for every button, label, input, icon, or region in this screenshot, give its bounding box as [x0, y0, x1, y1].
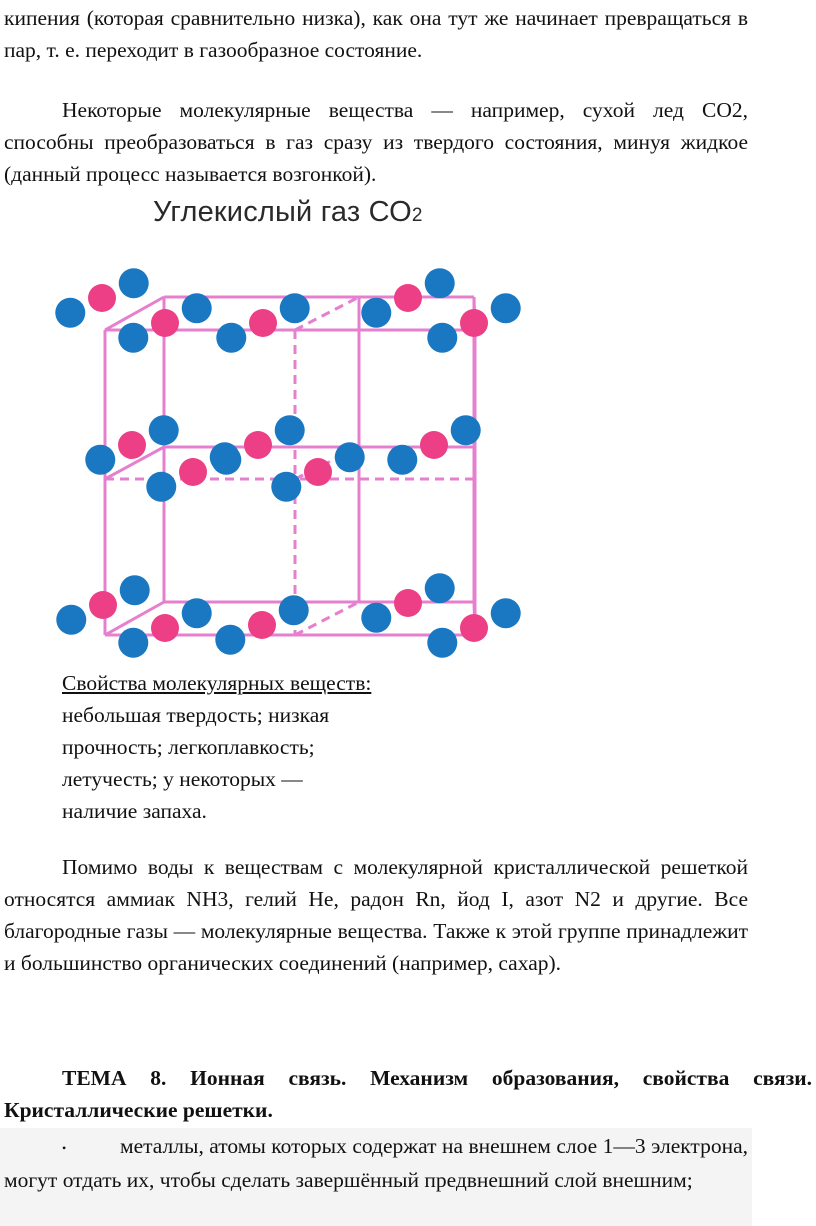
depth-edge	[472, 446, 477, 480]
depth-edge	[104, 445, 165, 481]
figure-title-subscript: 2	[411, 205, 423, 226]
list-item-metals: •металлы, атомы которых содержат на внеш…	[4, 1130, 748, 1196]
carbon-atom	[89, 591, 117, 619]
carbon-atom	[248, 611, 276, 639]
oxygen-atom	[334, 442, 365, 473]
carbon-atom	[151, 309, 179, 337]
oxygen-atom	[427, 322, 458, 353]
carbon-atom	[304, 458, 332, 486]
oxygen-atom	[56, 604, 87, 635]
carbon-atom	[460, 614, 488, 642]
oxygen-atom	[274, 415, 305, 446]
oxygen-atom	[146, 471, 177, 502]
oxygen-atom	[148, 415, 179, 446]
co2-crystal-lattice-diagram	[55, 268, 521, 658]
lattice-molecules	[55, 268, 521, 658]
oxygen-atom	[181, 293, 212, 324]
oxygen-atom	[387, 444, 418, 475]
oxygen-atom	[361, 297, 392, 328]
oxygen-atom	[211, 444, 242, 475]
carbon-atom	[394, 284, 422, 312]
carbon-atom	[394, 589, 422, 617]
oxygen-atom	[424, 268, 455, 299]
oxygen-atom	[490, 598, 521, 629]
carbon-atom	[420, 431, 448, 459]
depth-edge	[294, 600, 360, 637]
properties-heading: Свойства молекулярных веществ:	[62, 671, 372, 695]
oxygen-atom	[55, 297, 86, 328]
paragraph-dry-ice: Некоторые молекулярные вещества — наприм…	[4, 98, 748, 186]
oxygen-atom	[278, 595, 309, 626]
figure-title-main: Углекислый газ СО	[153, 196, 412, 228]
carbon-atom	[88, 284, 116, 312]
carbon-atom	[151, 614, 179, 642]
figure-title: Углекислый газ СО2	[153, 196, 423, 229]
list-item-text: металлы, атомы которых содержат на внешн…	[4, 1134, 748, 1193]
depth-edge	[104, 295, 165, 332]
oxygen-atom	[85, 444, 116, 475]
depth-edge	[104, 600, 165, 637]
oxygen-atom	[118, 627, 149, 658]
oxygen-atom	[119, 575, 150, 606]
carbon-atom	[244, 431, 272, 459]
oxygen-atom	[490, 293, 521, 324]
molecular-properties: Свойства молекулярных веществ: небольшая…	[62, 667, 382, 827]
properties-text: небольшая твердость; низкая прочность; л…	[62, 703, 330, 823]
oxygen-atom	[216, 322, 247, 353]
oxygen-atom	[424, 573, 455, 604]
carbon-atom	[460, 309, 488, 337]
oxygen-atom	[361, 602, 392, 633]
oxygen-atom	[118, 268, 149, 299]
carbon-atom	[179, 458, 207, 486]
oxygen-atom	[427, 627, 458, 658]
oxygen-atom	[271, 471, 302, 502]
carbon-atom	[249, 309, 277, 337]
paragraph-boiling: кипения (которая сравнительно низка), ка…	[4, 6, 748, 62]
list-background	[0, 1128, 752, 1226]
oxygen-atom	[279, 293, 310, 324]
bullet-icon: •	[62, 1141, 67, 1156]
lattice-lines	[103, 295, 477, 637]
carbon-atom	[118, 431, 146, 459]
oxygen-atom	[450, 415, 481, 446]
depth-edge	[294, 295, 360, 332]
oxygen-atom	[118, 322, 149, 353]
oxygen-atom	[215, 624, 246, 655]
oxygen-atom	[181, 598, 212, 629]
paragraph-other-substances: Помимо воды к веществам с молекулярной к…	[4, 855, 748, 975]
topic-heading: ТЕМА 8. Ионная связь. Механизм образован…	[4, 1066, 812, 1122]
